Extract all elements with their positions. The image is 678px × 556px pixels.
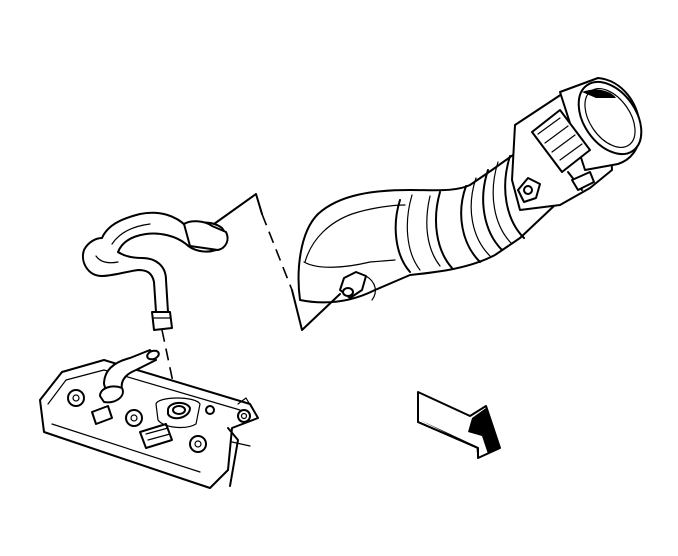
valve-cover — [39, 349, 259, 489]
front-view-arrow — [417, 391, 501, 459]
mass-airflow-sensor — [511, 77, 643, 211]
pcv-hose — [82, 211, 229, 331]
